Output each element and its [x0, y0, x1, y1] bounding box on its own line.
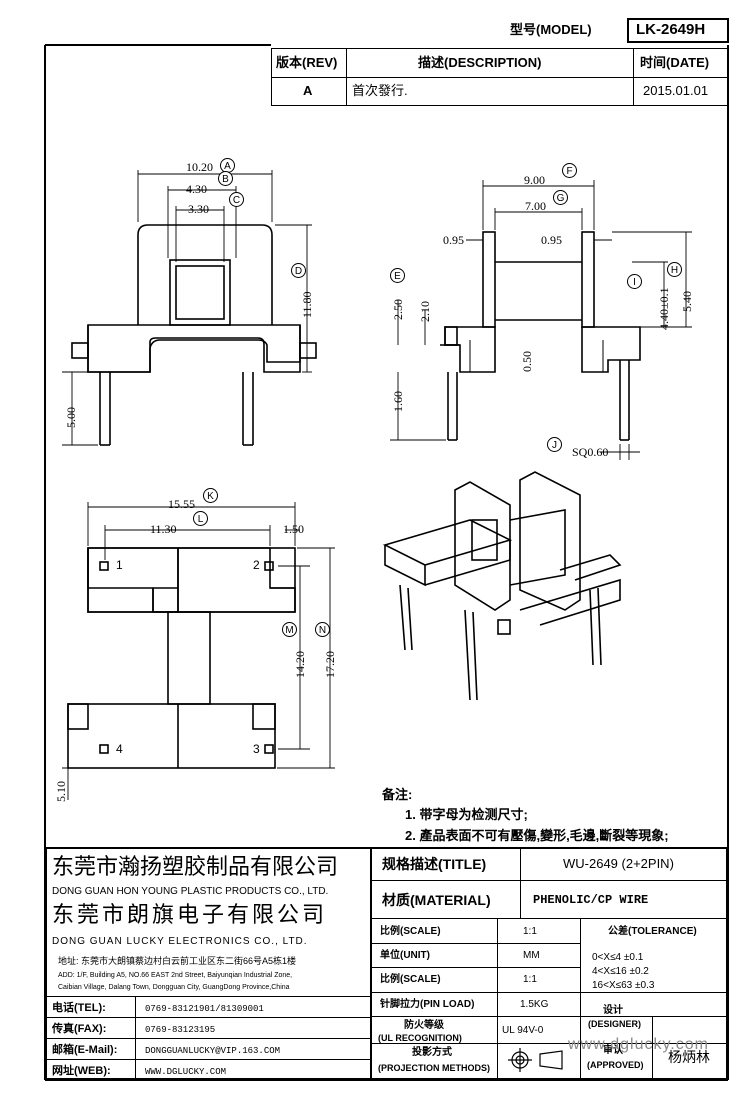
marker-n: N [315, 622, 330, 637]
dim-160: 1.60 [391, 391, 405, 412]
marker-g: G [553, 190, 568, 205]
designer-label: 设计 [603, 1005, 623, 1016]
projection-label-en: (PROJECTION METHODS) [378, 1063, 491, 1073]
tel-value[interactable]: 0769-83121901/81309001 [145, 1004, 264, 1014]
address-cn: 地址: 东莞市大朗镇蔡边村白云前工业区东二街66号A5栋1楼 [58, 956, 297, 966]
dim-pin-length: 5.00 [64, 407, 78, 428]
unit-label: 单位(UNIT) [380, 950, 430, 961]
notes-line-2: 2. 產品表面不可有壓傷,變形,毛邊,斷裂等現象; [405, 828, 669, 843]
dim-l: 11.30 [150, 522, 177, 536]
dim-e-210: 2.10 [418, 301, 432, 322]
date-value: 2015.01.01 [643, 83, 709, 98]
scale-2-value: 1:1 [523, 974, 537, 985]
tolerance-label: 公差(TOLERANCE) [608, 926, 697, 937]
dim-b: 4.30 [186, 182, 207, 196]
date-header: 时间(DATE) [640, 55, 710, 70]
marker-l: L [193, 511, 208, 526]
scale-2-label: 比例(SCALE) [380, 974, 441, 985]
fire-value: UL 94V-0 [502, 1025, 544, 1036]
dim-150: 1.50 [283, 522, 304, 536]
approved-label-en: (APPROVED) [587, 1060, 644, 1070]
dim-i: 4.40±0.1 [657, 287, 671, 330]
dim-h: 5.40 [680, 291, 694, 312]
fax-label: 传真(FAX): [52, 1023, 107, 1035]
material-label: 材质(MATERIAL) [382, 892, 491, 908]
pin-3-label: 3 [253, 742, 260, 756]
desc-value: 首次發行. [352, 83, 408, 98]
marker-c: C [229, 192, 244, 207]
title-label: 规格描述(TITLE) [382, 856, 487, 872]
scale-value: 1:1 [523, 926, 537, 937]
fire-label-en: (UL RECOGNITION) [378, 1033, 462, 1043]
watermark: www.dglucky.com [568, 1036, 709, 1053]
dim-510: 5.10 [54, 781, 68, 802]
dim-left-095: 0.95 [443, 233, 464, 247]
tel-label: 电话(TEL): [52, 1002, 106, 1014]
marker-k: K [203, 488, 218, 503]
web-label: 网址(WEB): [52, 1065, 111, 1077]
model-value: LK-2649H [636, 21, 706, 38]
marker-j: J [547, 437, 562, 452]
company-name-1-cn: 东莞市瀚扬塑胶制品有限公司 [52, 855, 339, 880]
company-name-2-cn: 东莞市朗旗电子有限公司 [52, 903, 328, 928]
approved-label: 审认 [603, 1045, 623, 1056]
marker-m: M [282, 622, 297, 637]
marker-i: I [627, 274, 642, 289]
email-label: 邮箱(E-Mail): [52, 1044, 118, 1056]
dim-k: 15.55 [168, 497, 195, 511]
desc-header: 描述(DESCRIPTION) [418, 55, 542, 70]
notes-line-1: 1. 带字母为检测尺寸; [405, 807, 528, 822]
marker-b: B [218, 171, 233, 186]
email-value[interactable]: DONGGUANLUCKY@VIP.163.COM [145, 1046, 281, 1056]
designer-label-en: (DESIGNER) [588, 1019, 642, 1029]
tolerance-row-1: 0<X≤4 ±0.1 [592, 952, 644, 963]
dim-m: 14.20 [293, 651, 307, 678]
marker-h: H [667, 262, 682, 277]
fax-value: 0769-83123195 [145, 1025, 216, 1035]
fire-label: 防火等级 [404, 1020, 444, 1031]
pin-load-label: 针脚拉力(PIN LOAD) [380, 999, 475, 1010]
model-box [627, 18, 729, 43]
projection-label: 投影方式 [412, 1047, 452, 1058]
pin-load-value: 1.5KG [520, 999, 549, 1010]
scale-label: 比例(SCALE) [380, 926, 441, 937]
company-name-1-en: DONG GUAN HON YOUNG PLASTIC PRODUCTS CO.… [52, 886, 329, 897]
marker-e: E [390, 268, 405, 283]
title-value: WU-2649 (2+2PIN) [563, 856, 674, 871]
dim-c: 3.30 [188, 202, 209, 216]
dim-a: 10.20 [186, 160, 213, 174]
dim-f: 9.00 [524, 173, 545, 187]
dim-050: 0.50 [520, 351, 534, 372]
tolerance-row-2: 4<X≤16 ±0.2 [592, 966, 649, 977]
approved-value: 杨炳林 [668, 1049, 710, 1065]
pin-1-label: 1 [116, 558, 123, 572]
pin-2-label: 2 [253, 558, 260, 572]
rev-value: A [303, 83, 313, 98]
address-en-1: ADD: 1/F, Building A5, NO.66 EAST 2nd St… [58, 972, 293, 979]
pin-4-label: 4 [116, 742, 123, 756]
tolerance-row-3: 16<X≤63 ±0.3 [592, 980, 655, 991]
material-value: PHENOLIC/CP WIRE [533, 893, 649, 907]
company-name-2-en: DONG GUAN LUCKY ELECTRONICS CO., LTD. [52, 936, 308, 947]
title-block [45, 847, 728, 1080]
dim-j: SQ0.60 [572, 445, 609, 459]
web-value[interactable]: WWW.DGLUCKY.COM [145, 1067, 227, 1077]
projection-symbol-icon [508, 1048, 563, 1072]
dim-right-095: 0.95 [541, 233, 562, 247]
model-label: 型号(MODEL) [510, 22, 592, 37]
notes-title: 备注: [382, 787, 413, 802]
address-en-2: Caibian Village, Dalang Town, Dongguan C… [58, 984, 290, 991]
dim-d: 11.80 [300, 291, 314, 318]
dim-g: 7.00 [525, 199, 546, 213]
marker-f: F [562, 163, 577, 178]
rev-header: 版本(REV) [276, 55, 338, 70]
dim-e-250: 2.50 [391, 299, 405, 320]
unit-value: MM [523, 950, 540, 961]
dim-n: 17.20 [323, 651, 337, 678]
marker-d: D [291, 263, 306, 278]
